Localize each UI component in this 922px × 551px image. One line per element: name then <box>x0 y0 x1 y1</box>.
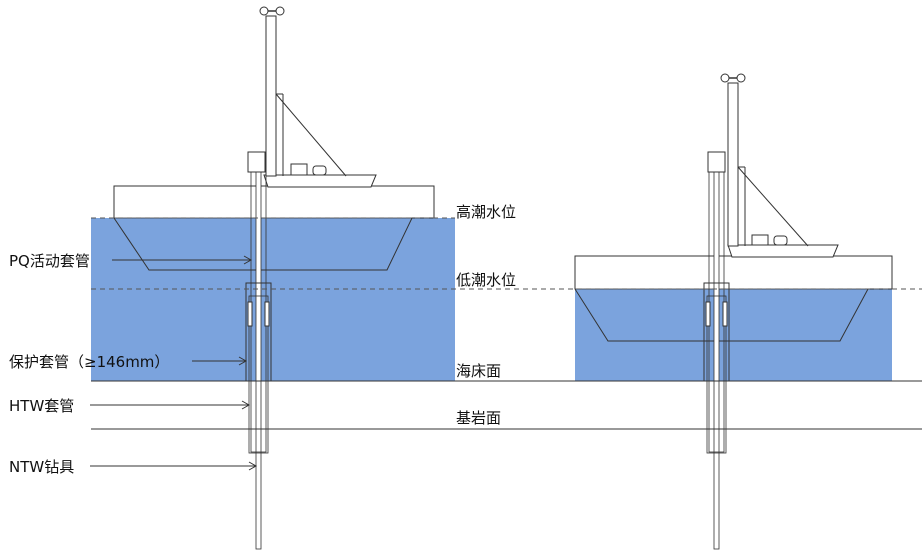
crown-pulley-icon <box>259 6 285 16</box>
right-barge <box>574 255 893 342</box>
high-tide-label: 高潮水位 <box>456 203 516 221</box>
left-casing-coupling <box>264 301 270 327</box>
cabin-icon <box>312 165 327 176</box>
crown-pulley-icon <box>720 73 746 83</box>
right-casing-coupling <box>722 301 728 327</box>
left-htw-casing <box>248 295 269 454</box>
right-drill-head <box>707 151 726 173</box>
right-mast <box>727 82 739 247</box>
right-htw-casing <box>706 295 727 454</box>
left-water <box>91 218 455 381</box>
right-scenario <box>574 73 893 550</box>
left-mast <box>265 15 277 177</box>
bedrock-label: 基岩面 <box>456 409 501 427</box>
arrow-head <box>243 255 253 265</box>
right-water <box>575 289 892 381</box>
right-boat-deck <box>727 244 839 258</box>
arrow-head <box>238 356 248 366</box>
low-tide-label: 低潮水位 <box>456 271 516 289</box>
left-scenario <box>91 6 455 550</box>
right-casing-coupling <box>705 301 711 327</box>
left-drill-head <box>247 151 266 173</box>
pq-casing-label: PQ活动套管 <box>9 252 90 270</box>
cabin-icon <box>290 163 308 176</box>
right-mast-brace <box>737 166 809 247</box>
arrow-head <box>248 461 258 471</box>
left-mast-brace <box>275 93 347 177</box>
leader-arrows <box>90 255 258 471</box>
right-drill-string <box>713 171 720 550</box>
left-drill-string <box>255 171 262 550</box>
cabin-icon <box>773 235 788 246</box>
htw-casing-label: HTW套管 <box>9 397 74 415</box>
left-casing-coupling <box>247 301 253 327</box>
seabed-label: 海床面 <box>456 362 501 380</box>
cabin-icon <box>751 234 769 246</box>
protective-casing-label: 保护套管（≥146mm） <box>9 353 169 371</box>
ntw-drill-label: NTW钻具 <box>9 458 74 476</box>
left-barge <box>113 185 435 271</box>
arrow-head <box>241 400 251 410</box>
left-boat-deck <box>263 174 377 188</box>
